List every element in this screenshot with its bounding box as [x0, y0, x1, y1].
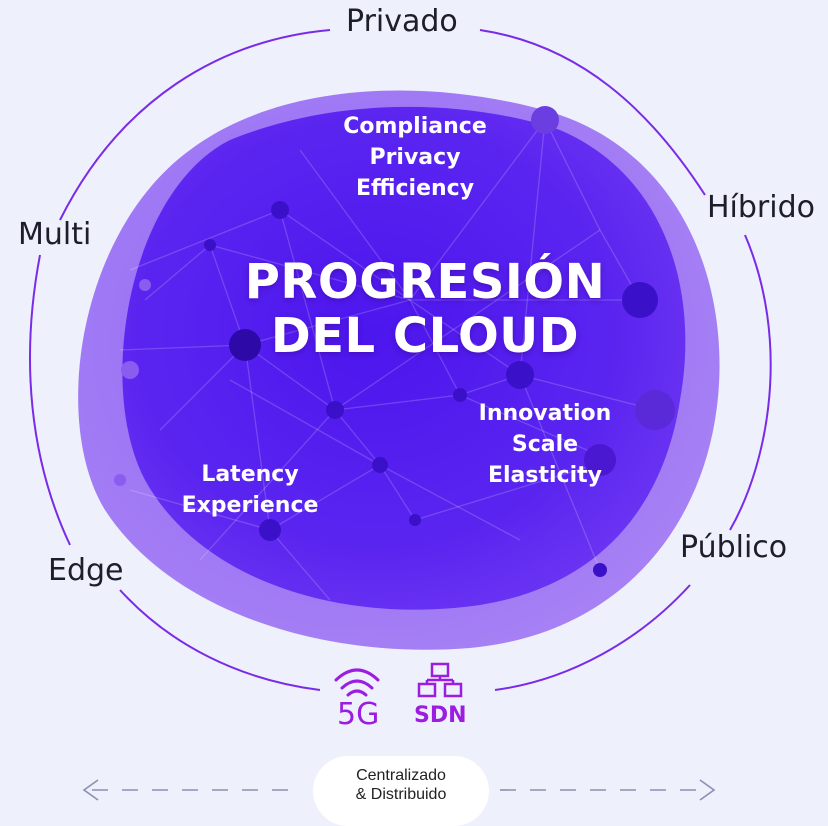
cloud-blobs	[78, 90, 720, 650]
cloud-blob-front	[122, 106, 686, 610]
ring-arc-multi-edge	[29, 254, 71, 546]
network-nodes	[114, 106, 675, 577]
feature-compliance: Compliance	[343, 114, 487, 139]
left-arrow-icon	[82, 779, 99, 801]
feature-privacy: Privacy	[369, 145, 461, 170]
feature-scale: Scale	[511, 432, 579, 457]
feature-latency: Latency	[201, 462, 299, 487]
ring-arc-hibrido-publico	[729, 234, 772, 531]
title-line-1: PROGRESIÓN	[244, 254, 606, 310]
page-title: PROGRESIÓN DEL CLOUD	[200, 255, 650, 363]
feature-group-top: Compliance Privacy Efficiency	[300, 111, 530, 204]
label-multi: Multi	[18, 217, 92, 252]
feature-elasticity: Elasticity	[487, 463, 602, 488]
label-publico: Público	[680, 530, 788, 565]
label-edge: Edge	[48, 553, 124, 588]
axis-label-pill: Centralizado & Distribuido	[313, 756, 489, 826]
outer-ring	[29, 29, 772, 691]
feature-group-right: Innovation Scale Elasticity	[440, 398, 650, 491]
ring-arc-publico-icons	[494, 584, 691, 691]
feature-innovation: Innovation	[478, 401, 612, 426]
feature-efficiency: Efficiency	[355, 176, 475, 201]
axis-label-line-1: Centralizado	[356, 767, 446, 784]
axis-label-line-2: & Distribuido	[355, 786, 447, 803]
ring-arc-edge-icons	[119, 589, 321, 691]
label-sdn: SDN	[414, 703, 467, 728]
ring-arc-privado-multi	[59, 29, 331, 221]
right-arrow-icon	[699, 779, 716, 801]
title-line-2: DEL CLOUD	[270, 308, 580, 364]
label-hibrido: Híbrido	[707, 190, 816, 225]
ring-arc-privado-hibrido	[479, 29, 706, 196]
feature-group-left: Latency Experience	[150, 459, 350, 521]
axis-arrows	[82, 779, 716, 801]
wifi-signal-icon	[334, 668, 380, 697]
label-privado: Privado	[346, 4, 458, 39]
label-5g: 5G	[337, 697, 380, 732]
feature-experience: Experience	[181, 493, 319, 518]
network-hierarchy-icon	[417, 662, 463, 698]
